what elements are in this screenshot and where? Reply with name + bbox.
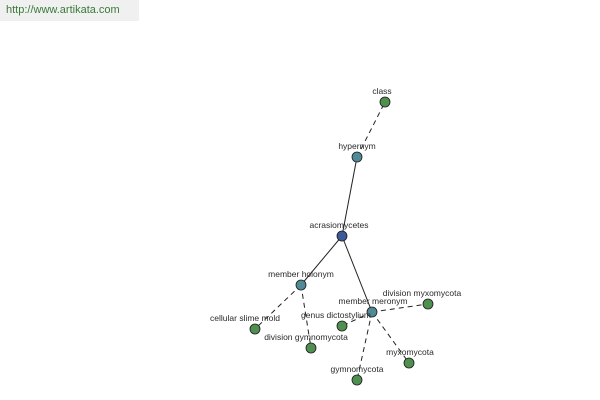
node-label-acrasiomycetes[interactable]: acrasiomycetes [309,220,368,230]
edge-acrasiomycetes-to-hypernym [341,156,358,237]
node-label-cellular-slime-mold[interactable]: cellular slime mold [210,313,280,323]
node-label-hypernym[interactable]: hypernym [338,141,375,151]
node-division-gymnomycota[interactable] [305,342,317,354]
node-myxomycota[interactable] [403,357,415,369]
node-member-meronym[interactable] [366,306,378,318]
node-member-holonym[interactable] [295,279,307,291]
node-class[interactable] [379,96,391,108]
edge-member-meronym-to-gymnomycota [356,311,373,381]
node-label-division-gymnomycota[interactable]: division gymnomycota [264,332,348,342]
node-gymnomycota[interactable] [351,374,363,386]
edges-layer [254,101,429,381]
node-label-gymnomycota[interactable]: gymnomycota [331,364,384,374]
nodes-layer [249,96,434,386]
edge-member-meronym-to-division-myxomycota [371,303,429,313]
edge-member-holonym-to-cellular-slime-mold [254,284,302,330]
edge-member-holonym-to-division-gymnomycota [300,284,312,349]
node-genus-dictostylium[interactable] [336,320,348,332]
node-label-class[interactable]: class [372,86,391,96]
edge-acrasiomycetes-to-member-holonym [300,235,343,286]
node-division-myxomycota[interactable] [422,298,434,310]
node-label-member-holonym[interactable]: member holonym [268,269,334,279]
node-label-division-myxomycota[interactable]: division myxomycota [383,288,462,298]
edge-hypernym-to-class [356,101,386,158]
edge-acrasiomycetes-to-member-meronym [341,235,373,313]
node-cellular-slime-mold[interactable] [249,323,261,335]
site-url-banner[interactable]: http://www.artikata.com [0,0,139,21]
edge-member-meronym-to-myxomycota [371,311,410,364]
node-label-genus-dictostylium[interactable]: genus dictostylium [301,310,371,320]
labels-layer: acrasiomycetes hypernym class member holony… [210,86,461,374]
node-acrasiomycetes[interactable] [336,230,348,242]
node-label-member-meronym[interactable]: member meronym [339,296,408,306]
edge-member-meronym-to-genus-dictostylium [341,311,373,327]
node-label-myxomycota[interactable]: myxomycota [386,347,434,357]
node-hypernym[interactable] [351,151,363,163]
